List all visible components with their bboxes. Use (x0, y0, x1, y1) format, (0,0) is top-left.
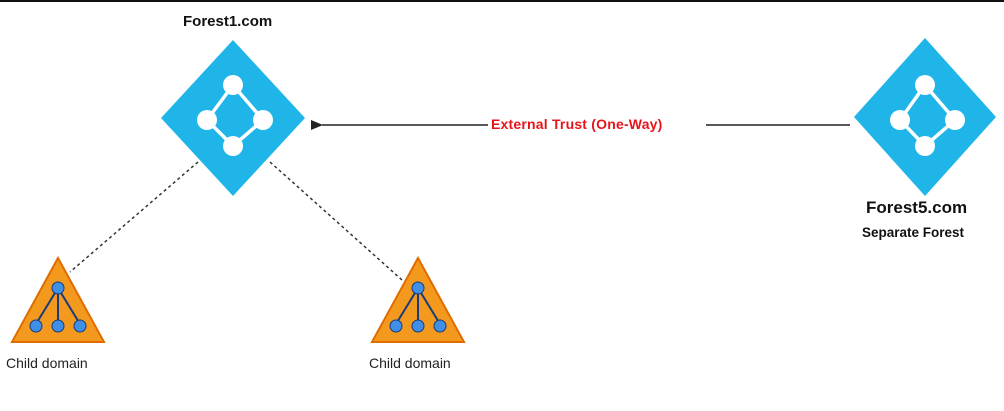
forest5-subtitle: Separate Forest (862, 225, 965, 240)
forest5-name: Forest5.com (866, 198, 968, 217)
forest5-icon (854, 38, 996, 196)
child-domain-left-icon (10, 255, 106, 343)
child-domain-left-label: Child domain (6, 355, 88, 371)
forest1-to-child-right-connector (269, 161, 403, 281)
child-domain-right-label: Child domain (369, 355, 451, 371)
trust-label: External Trust (One-Way) (491, 116, 663, 132)
forest1-to-child-left-connector (69, 161, 199, 273)
forest1-name: Forest1.com (183, 13, 273, 30)
forest1-icon (161, 40, 305, 196)
child-domain-right-icon (370, 255, 466, 343)
